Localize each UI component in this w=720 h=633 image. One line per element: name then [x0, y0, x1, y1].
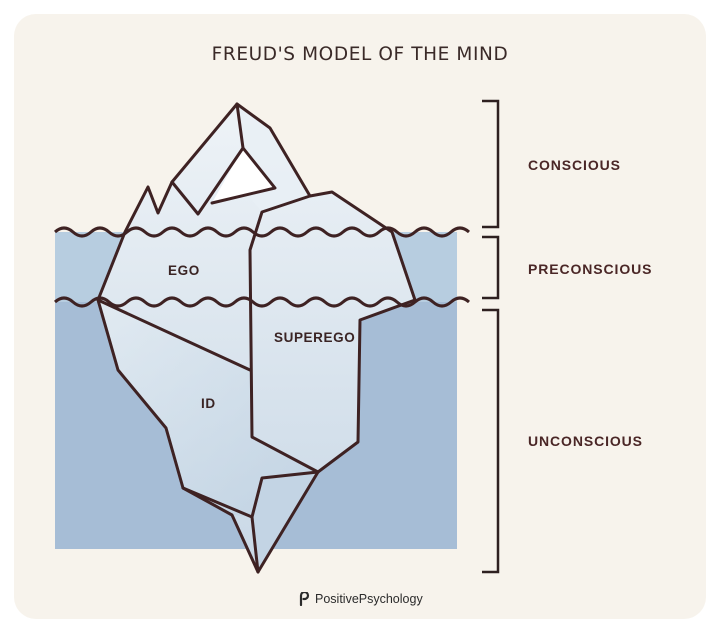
iceberg-peak-highlight: [212, 148, 275, 203]
superego-label: SUPEREGO: [274, 330, 355, 345]
preconscious-bracket: [482, 235, 500, 300]
id-region-shading: [98, 300, 318, 517]
preconscious-waterline: [54, 226, 470, 238]
brand-footer: PositivePsychology: [298, 592, 423, 606]
unconscious-waterline: [54, 296, 470, 308]
positivepsychology-logo-icon: [298, 592, 311, 606]
unconscious-label: UNCONSCIOUS: [528, 433, 643, 449]
iceberg-outline: [96, 102, 417, 574]
conscious-label: CONSCIOUS: [528, 157, 621, 173]
ego-label: EGO: [168, 263, 200, 278]
level-brackets: [482, 99, 500, 574]
id-label: ID: [201, 396, 216, 411]
brand-name: PositivePsychology: [315, 592, 423, 606]
unconscious-bracket: [482, 308, 500, 574]
conscious-bracket: [482, 99, 500, 229]
diagram-title: FREUD'S MODEL OF THE MIND: [211, 44, 509, 65]
preconscious-label: PRECONSCIOUS: [528, 261, 652, 277]
